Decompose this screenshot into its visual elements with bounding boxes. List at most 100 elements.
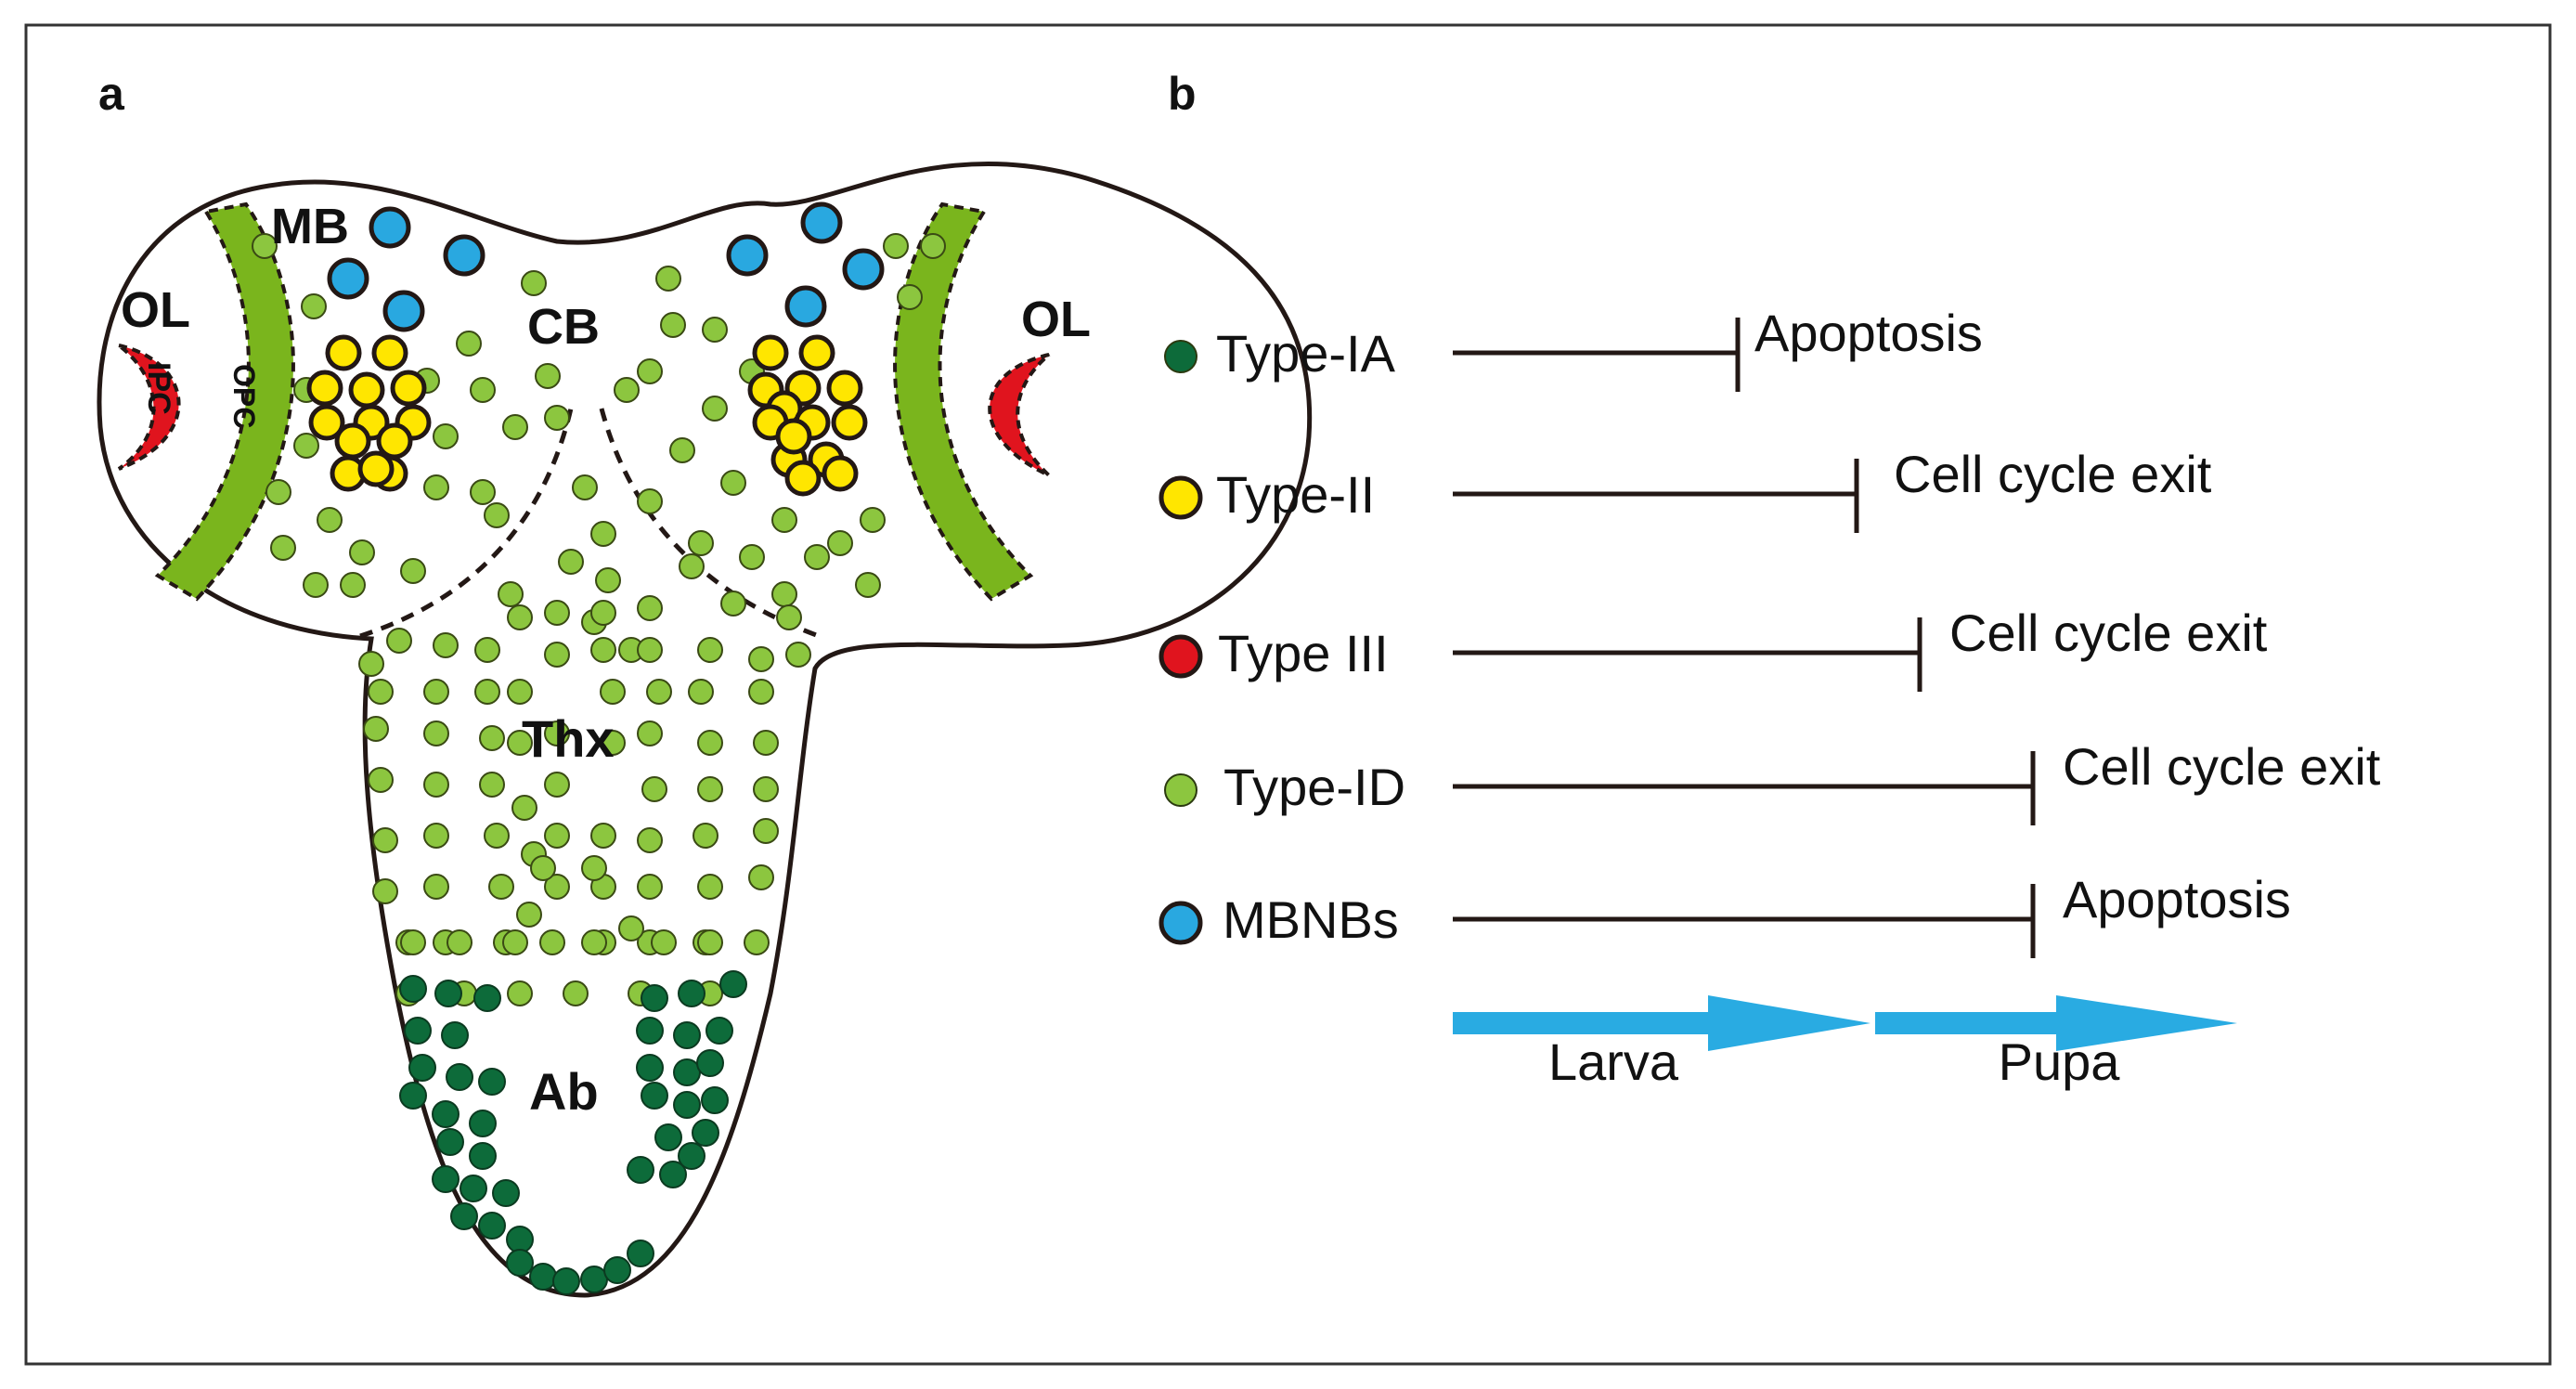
cb-right-dashed-boundary: [599, 408, 820, 639]
type-ii-neuroblast: [357, 450, 395, 487]
type-id-neuroblast: [511, 795, 537, 821]
type-id-neuroblast: [753, 818, 779, 844]
type-id-neuroblast: [484, 823, 510, 849]
type-ia-neuroblast: [719, 970, 747, 998]
type-ia-neuroblast: [473, 984, 501, 1012]
type-id-neuroblast: [433, 423, 459, 449]
type-id-neuroblast: [544, 720, 570, 746]
type-id-neuroblast: [507, 679, 533, 705]
type-id-neuroblast: [688, 679, 714, 705]
type-id-neuroblast: [688, 530, 714, 556]
type-ia-neuroblast: [432, 1165, 460, 1193]
type-id-neuroblast: [637, 358, 663, 384]
type-id-neuroblast: [827, 530, 853, 556]
type-id-neuroblast: [386, 628, 412, 654]
type-ia-neuroblast: [492, 1179, 520, 1207]
type-id-neuroblast: [897, 284, 923, 310]
mbnb-neuroblast: [369, 206, 411, 249]
type-id-neuroblast: [301, 293, 327, 319]
region-label-ol-right: OL: [1021, 292, 1091, 347]
type-ii-neuroblast: [822, 455, 859, 492]
type-ii-neuroblast: [798, 334, 835, 371]
type-ia-neuroblast: [659, 1161, 687, 1188]
type-id-neuroblast: [590, 600, 616, 626]
type-ia-neuroblast: [404, 1017, 432, 1045]
region-label-ipc: IPC: [141, 362, 176, 415]
type-id-neuroblast: [655, 266, 681, 292]
type-id-neuroblast: [748, 864, 774, 890]
type-id-neuroblast: [502, 929, 528, 955]
type-ia-neuroblast: [450, 1202, 478, 1230]
type-id-neuroblast: [423, 474, 449, 500]
type-ia-neuroblast: [673, 1021, 701, 1049]
type-id-neuroblast: [572, 474, 598, 500]
mbnb-neuroblast: [382, 290, 425, 332]
type-id-neuroblast: [748, 679, 774, 705]
stage-label-larva: Larva: [1548, 1032, 1679, 1091]
type-id-neuroblast: [484, 502, 510, 528]
type-ia-neuroblast: [434, 980, 462, 1007]
type-id-neuroblast: [368, 679, 394, 705]
type-ia-neuroblast: [478, 1212, 506, 1240]
type-ia-neuroblast: [627, 1240, 654, 1267]
neuroblast-type-label: Type-II: [1216, 465, 1375, 524]
type-ia-neuroblast: [441, 1021, 469, 1049]
type-id-neuroblast: [697, 637, 723, 663]
type-id-neuroblast: [804, 544, 830, 570]
fate-label: Cell cycle exit: [1894, 445, 2212, 503]
type-id-neuroblast: [739, 544, 765, 570]
type-id-neuroblast: [349, 539, 375, 565]
type-ii-neuroblast: [784, 460, 822, 497]
type-id-neuroblast: [720, 470, 746, 496]
type-id-neuroblast: [702, 396, 728, 422]
mushroom-body-neuroblasts: [327, 201, 885, 332]
type-ia-neuroblast: [673, 1058, 701, 1086]
type-id-neuroblast: [474, 679, 500, 705]
type-id-neuroblast: [340, 572, 366, 598]
type-ii-neuroblast: [775, 418, 812, 455]
type-ii-neuroblast: [390, 370, 427, 407]
type-id-neuroblast: [637, 827, 663, 853]
type-id-neuroblast: [581, 929, 607, 955]
type-ia-neuroblast: [678, 980, 705, 1007]
mbnb-neuroblast: [726, 234, 769, 277]
type-id-neuroblast: [771, 507, 797, 533]
type-ia-neuroblast: [399, 1082, 427, 1110]
type-ia-neuroblast: [701, 1086, 729, 1114]
type-id-neuroblast: [372, 827, 398, 853]
legend-marker-type-ia: [1164, 340, 1197, 373]
type-id-neuroblast: [479, 725, 505, 751]
type-id-neuroblast: [423, 772, 449, 798]
fate-label: Cell cycle exit: [2063, 737, 2381, 796]
type-id-neuroblast: [456, 331, 482, 357]
type-ia-neuroblast: [506, 1226, 534, 1253]
type-id-neuroblast: [516, 902, 542, 928]
ipc-crescent-right: [988, 353, 1051, 477]
type-id-neuroblast: [372, 878, 398, 904]
type-id-neuroblast: [590, 823, 616, 849]
type-ia-neuroblast: [692, 1119, 719, 1147]
type-ia-neuroblast: [603, 1256, 631, 1284]
panel-b-label: b: [1168, 68, 1197, 120]
type-ii-neuroblasts: [306, 334, 868, 497]
type-ia-neuroblast: [636, 1017, 664, 1045]
type-id-neuroblast: [544, 874, 570, 900]
type-ia-neuroblast: [478, 1068, 506, 1096]
type-ii-neuroblast: [325, 334, 362, 371]
type-ia-neuroblast: [641, 1082, 668, 1110]
type-id-neuroblast: [358, 651, 384, 677]
region-label-ab: Ab: [529, 1062, 599, 1121]
type-id-neuroblast: [855, 572, 881, 598]
type-id-neuroblast: [400, 558, 426, 584]
type-ia-neuroblast: [580, 1266, 608, 1293]
type-id-neuroblast: [600, 679, 626, 705]
type-ia-neuroblasts: [399, 970, 747, 1295]
type-ia-neuroblast: [641, 984, 668, 1012]
type-id-neuroblast: [563, 980, 589, 1006]
type-id-neuroblast: [507, 604, 533, 630]
type-ia-neuroblast: [529, 1263, 557, 1291]
type-id-neuroblast: [368, 767, 394, 793]
type-id-neuroblast: [502, 414, 528, 440]
type-id-neuroblast: [860, 507, 886, 533]
